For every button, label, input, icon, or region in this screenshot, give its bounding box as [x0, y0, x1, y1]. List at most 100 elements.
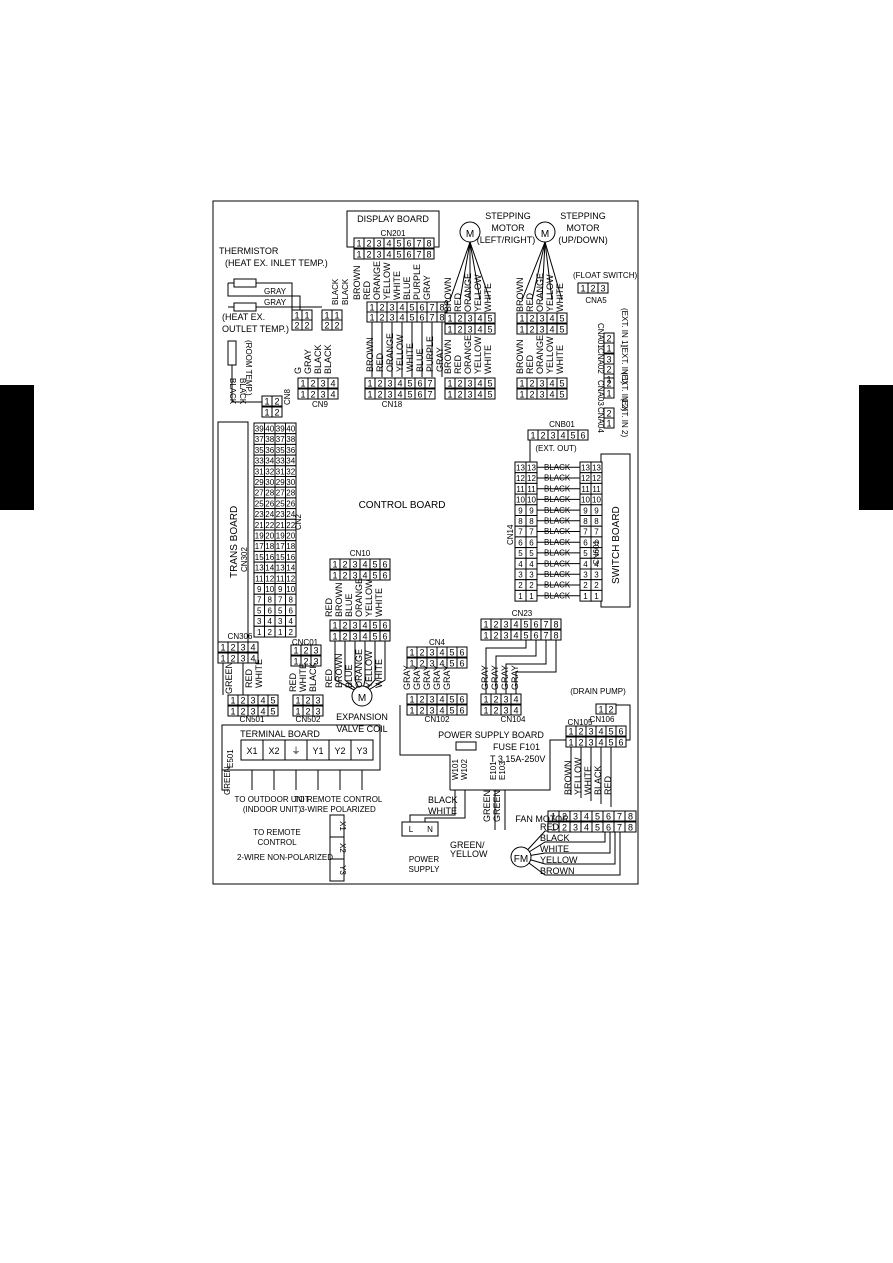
ground-wire	[221, 770, 229, 791]
cn302-pin: 21	[255, 521, 264, 530]
fan-conn-b-pin: 4	[584, 823, 589, 833]
cn105-label: CN105	[568, 718, 593, 727]
terminal-cell	[350, 739, 374, 761]
cn12-b-pin: 3	[539, 390, 544, 400]
cn18-wire-label: ORANGE	[385, 333, 395, 372]
cn501-a-pin: 3	[250, 696, 255, 706]
cn306-a-pin: 1	[220, 643, 225, 653]
cn102-a-pin: 2	[419, 695, 424, 705]
switch-board-label: SWITCH BOARD	[611, 506, 622, 584]
cn14-pin: 3	[583, 571, 588, 580]
cn18-upper-pin: 2	[379, 303, 384, 313]
cn10-wire-label: RED	[324, 597, 334, 617]
cn302-pin: 34	[265, 457, 274, 466]
cn201-bottom-pin: 3	[376, 250, 381, 260]
cnc01-label: CNC01	[292, 638, 319, 647]
display-wire-label: YELLOW	[382, 262, 392, 300]
fan-conn-b-pin: 6	[606, 823, 611, 833]
step-lr-title-1: STEPPING	[485, 211, 531, 221]
diagram-shapes	[217, 210, 637, 882]
cn201-top-pin: 2	[366, 239, 371, 249]
cn14-cell	[525, 589, 538, 602]
cn18-a-pin: 4	[397, 379, 402, 389]
cn10-a-pin: 3	[352, 560, 357, 570]
cn18-upper-pin: 7	[429, 303, 434, 313]
cn302-pin: 12	[286, 574, 295, 583]
switch-wire-label: BLACK	[544, 517, 571, 526]
fan-conn-b-pin: 1	[551, 823, 556, 833]
cn12-upper-pin: 5	[559, 314, 564, 324]
cn102-label: CN102	[425, 715, 450, 724]
cn14-pin: 5	[529, 549, 534, 558]
exp-title-1: EXPANSION	[336, 712, 388, 722]
cn12-b-pin: 1	[519, 390, 524, 400]
cn14-cell	[590, 589, 603, 602]
cn201-top-pin: 8	[426, 239, 431, 249]
cn2-label: CN2	[294, 513, 303, 530]
cn10-d-pin: 2	[342, 632, 347, 642]
cn12-upper-pin: 3	[539, 314, 544, 324]
fuse-symbol	[455, 741, 477, 751]
power-board-outline	[399, 705, 451, 790]
control-board-label: CONTROL BOARD	[359, 500, 446, 511]
switch-wire-label: BLACK	[544, 581, 571, 590]
therm-conn-2-pin: 2	[324, 321, 329, 331]
cn12-a-pin: 4	[549, 379, 554, 389]
cna01-label: CNA01	[596, 323, 605, 349]
cn201-top-pin: 6	[406, 239, 411, 249]
cn501-a-pin: 1	[230, 696, 235, 706]
terminal-pin: Y2	[334, 746, 345, 756]
fan-conn-a-cell	[624, 810, 637, 822]
cn23-b-pin: 5	[523, 631, 528, 641]
fan-conn-a-pin: 2	[562, 812, 567, 822]
step-ud-wire-label: RED	[525, 292, 535, 312]
cn11-upper2-pin: 4	[477, 325, 482, 335]
cn302-pin: 29	[255, 478, 264, 487]
cn18-upper2-pin: 6	[419, 313, 424, 323]
cn11-upper-pin: 1	[447, 314, 452, 324]
cn14-pin: 2	[529, 581, 534, 590]
cn4-a-pin: 5	[449, 648, 454, 658]
ext-in1-label: (EXT. IN 1)	[620, 308, 629, 347]
expansion-valve-motor-symbol: M	[358, 693, 366, 704]
cn302-pin: 8	[289, 596, 294, 605]
cn14-pin: 9	[594, 506, 599, 515]
cn8-a-pin: 1	[264, 397, 269, 407]
cn501-b-pin: 3	[250, 707, 255, 717]
step-lr-wire-label: ORANGE	[463, 273, 473, 312]
cn23-b-pin: 1	[483, 631, 488, 641]
cn11-a-cell	[484, 377, 496, 389]
cna04-pin: 1	[606, 419, 611, 429]
fan-conn-a-pin: 3	[573, 812, 578, 822]
cn302-pin: 35	[255, 446, 264, 455]
fan-wire	[520, 832, 621, 876]
cnc01-a-cell	[310, 644, 322, 656]
cn302-pin: 2	[289, 628, 294, 637]
cn4-b-pin: 2	[419, 659, 424, 669]
therm-conn-1-pin: 2	[294, 321, 299, 331]
fan-conn-b-pin: 2	[562, 823, 567, 833]
room-temp-label: (ROOM TEMP.)	[244, 340, 253, 396]
cn302-pin: 8	[268, 596, 273, 605]
cn302-pin: 31	[276, 467, 285, 476]
cn14-pin: 6	[594, 538, 599, 547]
cn23-a-pin: 3	[503, 620, 508, 630]
cn23-b-pin: 2	[493, 631, 498, 641]
cn106-label: CN106	[590, 715, 615, 724]
thermistor-title: THERMISTOR	[219, 246, 279, 256]
cn302-pin: 17	[255, 542, 264, 551]
thermistor-inlet: (HEAT EX. INLET TEMP.)	[225, 258, 328, 268]
display-wire-label: GRAY	[422, 275, 432, 300]
cn102-a-pin: 1	[409, 695, 414, 705]
therm-conn-2-pin: 1	[324, 311, 329, 321]
cn302-pin: 1	[257, 628, 262, 637]
cn23-b-pin: 7	[543, 631, 548, 641]
cn18-wire-label: RED	[375, 352, 385, 372]
e103-label: E103	[498, 761, 507, 780]
w102-label: W102	[460, 759, 469, 780]
cn14-pin: 4	[583, 560, 588, 569]
cn23-b-pin: 4	[513, 631, 518, 641]
cn23-wire	[495, 640, 537, 694]
cn9-gray: G	[293, 367, 303, 374]
cn23-a-pin: 5	[523, 620, 528, 630]
